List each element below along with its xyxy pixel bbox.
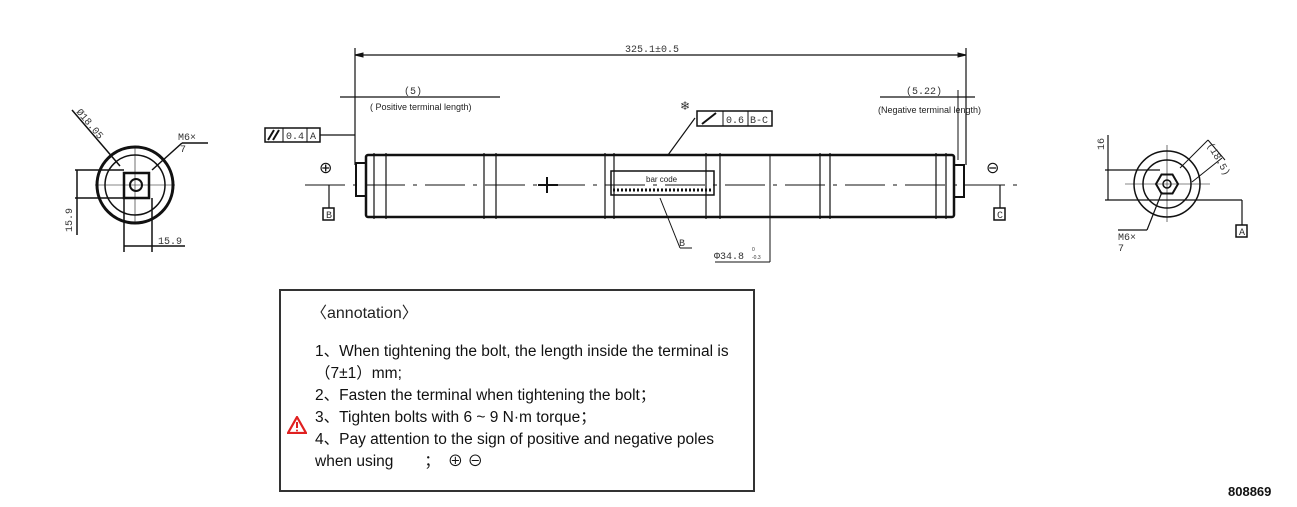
runout-tolerance: 0.6 <box>726 116 744 127</box>
left-height-label: 15.9 <box>65 208 76 232</box>
datum-c-marker: C <box>997 211 1003 222</box>
right-height-label: 16 <box>1097 138 1108 150</box>
right-thread-label: M6× <box>1118 233 1136 244</box>
datum-a-marker: A <box>1239 228 1245 239</box>
diameter-tol-upper: 0 <box>752 247 755 253</box>
datum-b-leader-label: B <box>679 239 685 250</box>
diameter-label: Φ34.8 <box>714 252 744 263</box>
negative-terminal-label: (Negative terminal length) <box>878 105 981 115</box>
right-end-view <box>1105 135 1248 238</box>
left-thread-depth: 7 <box>180 145 186 156</box>
annotation-note: 2、Fasten the terminal when tightening th… <box>315 387 656 404</box>
positive-terminal-dim: (5) <box>404 86 422 98</box>
positive-terminal-label: ( Positive terminal length) <box>370 102 472 112</box>
annotation-box: 〈annotation〉 1、When tightening the bolt,… <box>279 289 755 492</box>
right-thread-depth: 7 <box>1118 244 1124 255</box>
runout-marker: ❄ <box>680 99 690 113</box>
drawing-code: 808869 <box>1228 484 1272 499</box>
warning-triangle-icon <box>287 416 307 434</box>
left-width-label: 15.9 <box>158 237 182 248</box>
negative-terminal-dim: (5.22) <box>906 86 942 98</box>
annotation-note: 3、Tighten bolts with 6 ~ 9 N·m torque； <box>315 409 596 426</box>
diameter-tol-lower: -0.3 <box>752 255 761 261</box>
right-across-flats-label: (18.5) <box>1204 141 1232 178</box>
datum-b-marker: B <box>326 211 332 222</box>
annotation-note: 1、When tightening the bolt, the length i… <box>315 343 729 382</box>
parallelism-datum: A <box>310 132 316 143</box>
annotation-notes: 1、When tightening the bolt, the length i… <box>315 341 745 473</box>
positive-symbol: ⊕ <box>319 160 332 177</box>
left-thread-label: M6× <box>178 133 196 144</box>
negative-symbol: ⊖ <box>986 160 999 177</box>
overall-length-label: 325.1±0.5 <box>625 45 679 56</box>
left-end-view <box>71 109 208 252</box>
annotation-note: 4、Pay attention to the sign of positive … <box>315 431 714 470</box>
barcode-label: bar code <box>646 175 678 184</box>
left-diameter-label: Ø18.05 <box>73 107 105 142</box>
parallelism-tolerance: 0.4 <box>286 132 304 143</box>
annotation-title: 〈annotation〉 <box>311 305 418 322</box>
runout-datum: B-C <box>750 116 768 127</box>
cell-body <box>264 48 1020 263</box>
